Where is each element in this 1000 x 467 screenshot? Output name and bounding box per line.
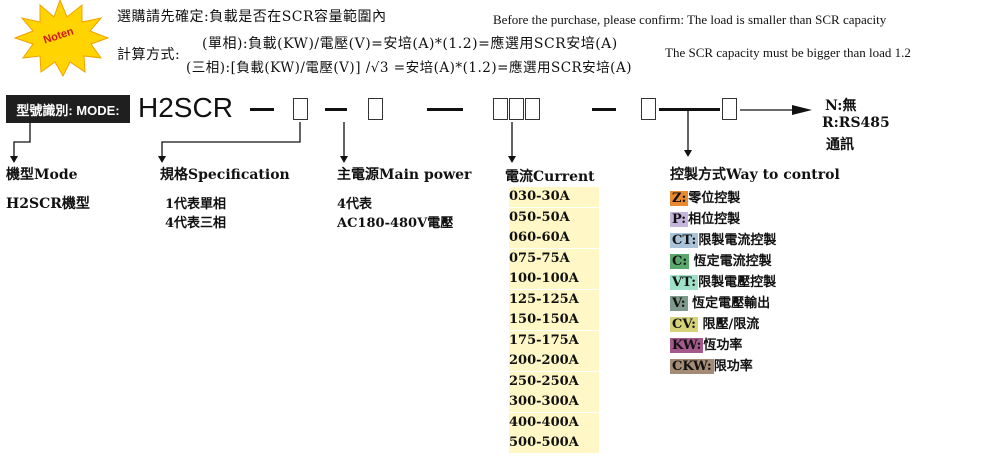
current-box-2 [509, 98, 524, 120]
current-option: 030-30A [509, 187, 599, 207]
output-box [722, 98, 737, 120]
control-option-desc: 恆定電壓輸出 [687, 296, 771, 311]
noten-starburst-icon [13, 0, 110, 78]
section-spec-line-1: 1代表單相 [165, 197, 227, 212]
current-option: 050-50A [509, 207, 599, 228]
dash [325, 108, 347, 111]
power-box [368, 98, 383, 120]
control-option-code: V: [670, 296, 688, 311]
control-option-desc: 限製電壓控製 [698, 275, 777, 290]
current-option: 150-150A [509, 310, 599, 330]
dash [659, 108, 720, 111]
section-power-title: 主電源Main power [337, 167, 472, 183]
control-option-desc: 限壓/限流 [697, 317, 760, 332]
current-option: 075-75A [509, 248, 599, 269]
note-calc-label: 計算方式: [117, 47, 181, 63]
current-box-3 [525, 98, 540, 120]
section-spec-title: 規格Specification [160, 167, 290, 183]
current-option: 060-60A [509, 228, 599, 248]
control-option-code: VT: [670, 275, 699, 290]
note-english-line1: Before the purchase, please confirm: The… [493, 12, 887, 27]
control-option-code: C: [670, 254, 690, 269]
control-option-desc: 限功率 [713, 359, 753, 374]
control-option-code: Z: [670, 191, 689, 206]
control-option-code: KW: [670, 338, 704, 353]
current-option: 400-400A [509, 412, 599, 433]
control-box [641, 98, 656, 120]
control-option-code: CV: [670, 317, 698, 332]
control-option: VT:限製電壓控製 [670, 271, 776, 290]
control-option-desc: 恆功率 [703, 338, 743, 353]
section-power-line-2: AC180-480V電壓 [337, 216, 454, 231]
section-control-title: 控製方式Way to control [670, 167, 840, 183]
current-option: 125-125A [509, 289, 599, 310]
output-option-r: R:RS485 [822, 115, 890, 131]
note-three-phase: (三相):[負載(KW)/電壓(V)] /√3 =安培(A)*(1.2)=應選用… [186, 60, 632, 76]
current-box-1 [493, 98, 508, 120]
section-spec-line-2: 4代表三相 [165, 216, 227, 231]
current-option: 200-200A [509, 351, 599, 371]
control-option: CKW:限功率 [670, 355, 753, 374]
note-english-line2: The SCR capacity must be bigger than loa… [665, 45, 911, 60]
control-option-desc: 恆定電流控製 [689, 254, 772, 269]
control-option-desc: 零位控製 [688, 191, 741, 206]
section-current-title: 電流Current [505, 169, 595, 185]
control-option: P:相位控製 [670, 208, 740, 227]
output-option-n: N:無 [825, 98, 857, 114]
note-purchase-line: 選購請先確定:負載是否在SCR容量範圍內 [117, 9, 387, 25]
control-option-code: CT: [670, 233, 699, 248]
control-option: CV: 限壓/限流 [670, 313, 759, 332]
control-option: Z:零位控製 [670, 187, 740, 206]
section-mode-line: H2SCR機型 [6, 196, 90, 212]
current-option: 175-175A [509, 330, 599, 351]
control-option: KW:恆功率 [670, 334, 742, 353]
dash [250, 108, 274, 111]
note-single-phase: (單相):負載(KW)/電壓(V)=安培(A)*(1.2)=應選用SCR安培(A… [202, 36, 618, 52]
current-option: 100-100A [509, 269, 599, 289]
current-option: 300-300A [509, 392, 599, 412]
dash [427, 108, 463, 111]
control-option: V: 恆定電壓輸出 [670, 292, 770, 311]
control-option-code: P: [670, 212, 689, 227]
control-option: CT:限製電流控製 [670, 229, 776, 248]
control-option-desc: 限製電流控製 [698, 233, 777, 248]
current-option: 250-250A [509, 371, 599, 392]
control-option: C: 恆定電流控製 [670, 250, 772, 269]
model-prefix: H2SCR [138, 92, 233, 123]
section-power-line-1: 4代表 [337, 197, 373, 212]
mode-label: 型號識別: MODE: [6, 95, 130, 123]
current-option: 500-500A [509, 433, 599, 453]
control-option-desc: 相位控製 [688, 212, 741, 227]
spec-box [293, 98, 308, 120]
output-option-r-comm: 通訊 [826, 137, 854, 153]
control-option-code: CKW: [670, 359, 714, 374]
dash [592, 108, 616, 111]
section-mode-title: 機型Mode [6, 167, 78, 183]
